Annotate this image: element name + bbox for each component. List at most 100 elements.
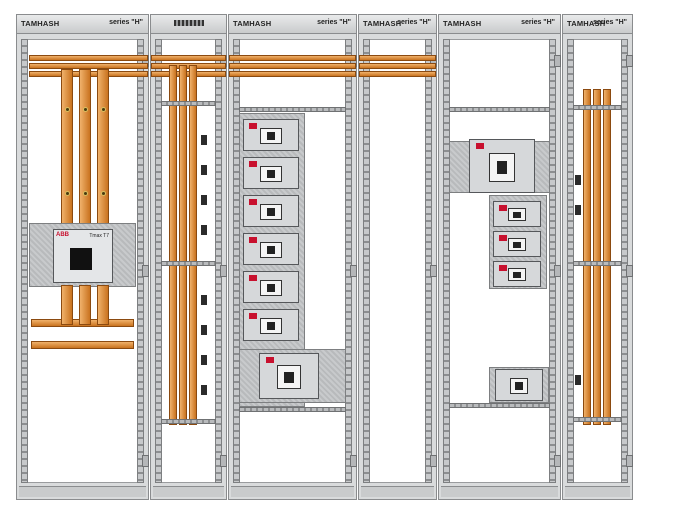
- main-busbar: [359, 71, 436, 77]
- main-busbar: [229, 55, 356, 61]
- bolt: [101, 107, 106, 112]
- door-hinge: [350, 455, 357, 467]
- cabinet-header: [151, 15, 226, 34]
- bolt: [83, 191, 88, 196]
- door-hinge: [142, 265, 149, 277]
- brand-label: TAMHASH: [567, 19, 606, 28]
- cabinet-3: TAMHASH series "H": [228, 14, 357, 500]
- vertical-busbar: [603, 89, 611, 425]
- door-hinge: [626, 455, 633, 467]
- main-busbar: [151, 63, 226, 69]
- cabinet-base: [19, 486, 146, 497]
- frame-post-right: [215, 39, 222, 483]
- main-busbar: [151, 71, 226, 77]
- mounting-rail: [449, 107, 550, 112]
- mounting-rail: [161, 101, 216, 106]
- door-hinge: [554, 265, 561, 277]
- series-label: series "H": [109, 19, 143, 26]
- series-label: series "H": [317, 19, 351, 26]
- insulator: [201, 355, 207, 365]
- breaker-display: [70, 248, 92, 270]
- insulator: [201, 385, 207, 395]
- outgoing-busbar-drop: [79, 285, 91, 325]
- cabinet-header: TAMHASH series "H": [17, 15, 148, 34]
- insulator: [575, 375, 581, 385]
- breaker-brand-label: ABB: [56, 232, 69, 238]
- breaker-model-label: Tmax T7: [89, 233, 109, 239]
- door-hinge: [554, 55, 561, 67]
- feeder-breaker: [493, 261, 541, 287]
- brand-label: TAMHASH: [363, 19, 402, 28]
- outgoing-busbar-drop: [97, 285, 109, 325]
- large-feeder-breaker: [259, 353, 319, 399]
- frame-post-right: [549, 39, 556, 483]
- bolt: [65, 107, 70, 112]
- insulator: [201, 135, 207, 145]
- mounting-rail: [573, 261, 622, 266]
- bolt: [65, 191, 70, 196]
- cabinet-base: [441, 486, 558, 497]
- feeder-breaker: [243, 233, 299, 265]
- door-hinge: [430, 265, 437, 277]
- bolt: [101, 191, 106, 196]
- cabinet-6: TAMHASH series "H": [562, 14, 633, 500]
- series-label: series "H": [521, 19, 555, 26]
- door-hinge: [626, 55, 633, 67]
- main-busbar: [29, 63, 148, 69]
- door-hinge: [430, 455, 437, 467]
- mounting-rail: [161, 419, 216, 424]
- insulator: [575, 175, 581, 185]
- main-breaker: ABB Tmax T7: [53, 229, 113, 283]
- main-busbar: [29, 55, 148, 61]
- main-busbar: [359, 55, 436, 61]
- cabinet-base: [361, 486, 434, 497]
- vertical-busbar: [97, 69, 109, 224]
- door-hinge: [220, 265, 227, 277]
- cabinet-base: [231, 486, 354, 497]
- outgoing-busbar-drop: [61, 285, 73, 325]
- main-busbar: [359, 63, 436, 69]
- cabinet-header: TAMHASH series "H": [439, 15, 560, 34]
- brand-label: TAMHASH: [443, 19, 482, 28]
- frame-post-right: [425, 39, 432, 483]
- main-busbar: [151, 55, 226, 61]
- insulator: [201, 225, 207, 235]
- door-hinge: [350, 265, 357, 277]
- frame-post-right: [621, 39, 628, 483]
- frame-post-left: [443, 39, 450, 483]
- mounting-rail: [449, 403, 550, 408]
- insulator: [575, 205, 581, 215]
- feeder-breaker: [243, 271, 299, 303]
- bolt: [83, 107, 88, 112]
- incoming-breaker: [469, 139, 535, 193]
- feeder-breaker: [495, 369, 543, 401]
- cabinet-base: [153, 486, 224, 497]
- insulator: [201, 295, 207, 305]
- feeder-breaker: [493, 231, 541, 257]
- feeder-breaker: [243, 195, 299, 227]
- cabinet-header: TAMHASH series "H": [229, 15, 356, 34]
- cabinet-2: [150, 14, 227, 500]
- vertical-busbar: [79, 69, 91, 224]
- door-hinge: [220, 455, 227, 467]
- cabinet-1: TAMHASH series "H" ABB Tmax T7: [16, 14, 149, 500]
- cabinet-5: TAMHASH series "H": [438, 14, 561, 500]
- feeder-breaker: [243, 309, 299, 341]
- feeder-breaker: [243, 157, 299, 189]
- insulator: [201, 165, 207, 175]
- main-busbar: [229, 63, 356, 69]
- frame-post-left: [21, 39, 28, 483]
- mounting-rail: [239, 107, 346, 112]
- brand-label: TAMHASH: [21, 19, 60, 28]
- vertical-busbar: [169, 65, 177, 425]
- mounting-rail: [239, 407, 346, 412]
- series-label: series "H": [593, 19, 627, 26]
- vent-grille: [173, 20, 204, 26]
- vertical-busbar: [189, 65, 197, 425]
- door-hinge: [626, 265, 633, 277]
- cabinet-interior: [368, 39, 427, 483]
- outgoing-busbar: [31, 341, 134, 349]
- cabinet-header: TAMHASH series "H": [563, 15, 632, 34]
- cabinet-4: TAMHASH series "H": [358, 14, 437, 500]
- mounting-rail: [573, 417, 622, 422]
